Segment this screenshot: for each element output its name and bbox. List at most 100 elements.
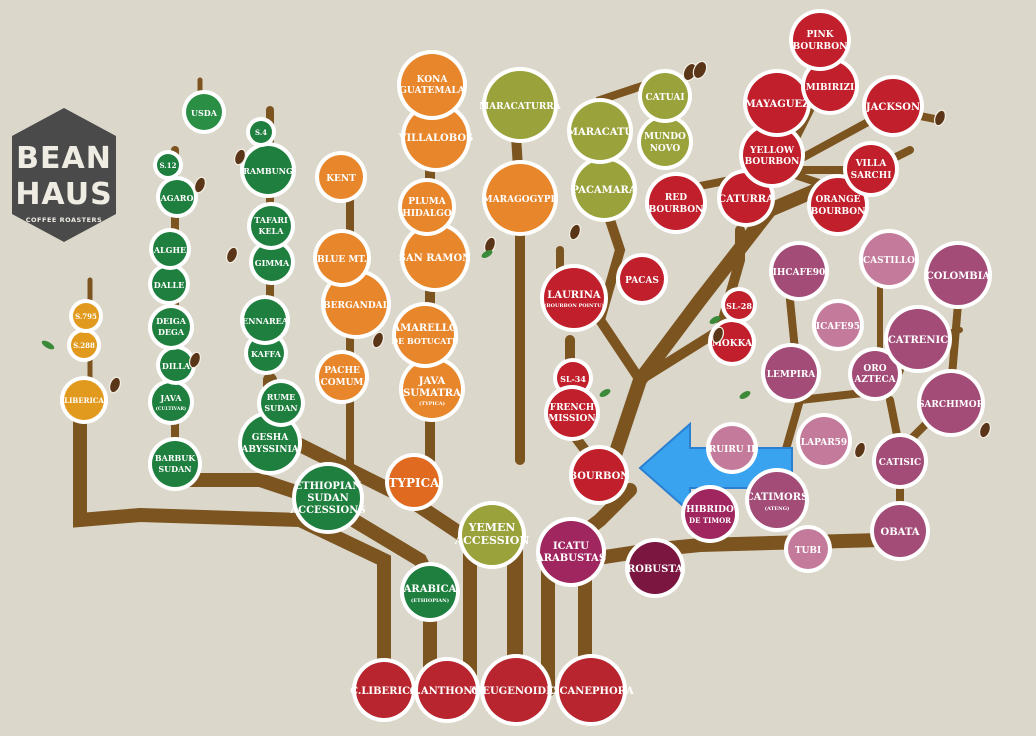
svg-text:PINK: PINK xyxy=(806,30,834,40)
svg-text:MARAGOGYPE: MARAGOGYPE xyxy=(483,195,558,205)
svg-text:OBATA: OBATA xyxy=(880,527,919,538)
svg-text:KAFFA: KAFFA xyxy=(251,349,282,359)
svg-text:CATUAI: CATUAI xyxy=(645,93,684,103)
node-maracatu: MARACATU xyxy=(567,98,633,164)
node-robusta: ROBUSTA xyxy=(625,538,685,598)
node-dilla: DILLA xyxy=(156,345,196,385)
node-oro-azteca: ORO AZTECA xyxy=(848,347,902,401)
svg-text:DE BOTUCATU: DE BOTUCATU xyxy=(391,336,459,346)
svg-text:AGARO: AGARO xyxy=(160,193,194,203)
svg-text:GUATEMALA: GUATEMALA xyxy=(399,86,466,96)
node-barbuk-sudan: BARBUK SUDAN xyxy=(148,437,202,491)
node-java-sumatra: JAVA SUMATRA (TYPICA) xyxy=(399,356,465,422)
svg-text:TUBI: TUBI xyxy=(795,546,821,556)
svg-text:CATRENIC: CATRENIC xyxy=(888,335,948,346)
svg-text:SL-34: SL-34 xyxy=(560,374,586,384)
node-obata: OBATA xyxy=(870,501,930,561)
svg-text:S.12: S.12 xyxy=(160,161,177,170)
svg-text:BARBUK: BARBUK xyxy=(155,453,196,463)
node-lempira: LEMPIRA xyxy=(761,343,821,403)
svg-text:S.795: S.795 xyxy=(75,312,97,321)
svg-text:C.EUGENOIDES: C.EUGENOIDES xyxy=(471,686,561,697)
node-ennarea: ENNAREA xyxy=(240,295,290,345)
svg-text:PACHE: PACHE xyxy=(324,366,360,376)
node-arabica: ARABICA (ETHIOPIAN) xyxy=(400,562,460,622)
svg-text:USDA: USDA xyxy=(191,108,218,118)
svg-text:DALLE: DALLE xyxy=(154,280,185,290)
svg-text:ORANGE: ORANGE xyxy=(815,195,860,205)
svg-text:PACAS: PACAS xyxy=(625,276,659,286)
svg-text:BOURBON: BOURBON xyxy=(569,471,630,482)
svg-text:LAPAR59: LAPAR59 xyxy=(801,438,847,448)
svg-text:FRENCH: FRENCH xyxy=(550,403,595,413)
svg-text:MARACATURRA: MARACATURRA xyxy=(479,102,562,112)
node-mibirizi: MIBIRIZI xyxy=(801,57,859,115)
node-agaro: AGARO xyxy=(156,176,198,218)
svg-text:SARCHIMOR: SARCHIMOR xyxy=(918,400,985,410)
node-red-bourbon: RED BOURBON xyxy=(645,172,707,234)
node-villa-sarchi: VILLA SARCHI xyxy=(843,141,899,197)
node-c-anthonyi: C.ANTHONYI xyxy=(410,657,485,723)
svg-text:VILLA: VILLA xyxy=(855,159,888,169)
node-kent: KENT xyxy=(315,151,367,203)
svg-text:(CULTIVAR): (CULTIVAR) xyxy=(156,405,186,412)
svg-text:NOVO: NOVO xyxy=(650,144,681,154)
node-catisic: CATISIC xyxy=(872,433,928,489)
svg-text:DILLA: DILLA xyxy=(162,361,191,371)
svg-text:LAURINA: LAURINA xyxy=(547,290,601,301)
svg-text:ICATU: ICATU xyxy=(553,541,589,552)
svg-text:ALGHE: ALGHE xyxy=(153,245,186,255)
node-tafari-kela: TAFARI KELA xyxy=(247,202,295,250)
svg-text:SUMATRA: SUMATRA xyxy=(403,388,461,399)
svg-text:JAVA: JAVA xyxy=(418,376,446,387)
node-catrenic: CATRENIC xyxy=(884,305,952,373)
svg-text:TAFARI: TAFARI xyxy=(254,215,288,225)
svg-text:ORO: ORO xyxy=(863,364,886,374)
svg-text:BOURBON: BOURBON xyxy=(649,205,704,215)
svg-text:YELLOW: YELLOW xyxy=(749,146,795,156)
svg-text:S.288: S.288 xyxy=(73,341,95,350)
svg-text:ENNAREA: ENNAREA xyxy=(242,316,289,326)
svg-text:AZTECA: AZTECA xyxy=(853,375,896,385)
leaf-decorations xyxy=(41,250,751,399)
node-pacamara: PACAMARA xyxy=(571,156,637,222)
svg-text:(ATENG): (ATENG) xyxy=(765,505,790,512)
node-c-canephora: C.CANEPHORA xyxy=(548,654,634,726)
svg-text:BOURBON: BOURBON xyxy=(811,207,866,217)
svg-text:TYPICA: TYPICA xyxy=(389,476,441,490)
svg-text:MISSION: MISSION xyxy=(548,414,595,424)
svg-text:KONA: KONA xyxy=(417,75,449,85)
node-ruiru-ii: RUIRU II xyxy=(706,422,758,474)
svg-text:CATISIC: CATISIC xyxy=(879,458,921,468)
node-ethiopian-sudan-accessions: ETHIOPIAN SUDAN ACCESSIONS xyxy=(289,462,366,534)
node-pache-comum: PACHE COMUM xyxy=(315,350,369,404)
node-orange-bourbon: ORANGE BOURBON xyxy=(807,174,869,236)
svg-text:BOURBON: BOURBON xyxy=(793,42,848,52)
svg-text:HAUS: HAUS xyxy=(15,177,112,212)
node-rume-sudan: RUME SUDAN xyxy=(257,379,305,427)
node-icatu-arabustas: ICATU ARABUSTAS xyxy=(535,517,606,587)
svg-text:ETHIOPIAN: ETHIOPIAN xyxy=(295,481,362,492)
node-hibrido-de-timor: HIBRIDO DE TIMOR xyxy=(681,485,739,543)
node-sl28: SL-28 xyxy=(721,287,757,323)
svg-text:C.ANTHONYI: C.ANTHONYI xyxy=(410,686,485,697)
node-dalle: DALLE xyxy=(148,263,190,305)
svg-text:ICAFE95: ICAFE95 xyxy=(816,322,860,332)
node-deiga-dega: DEIGA DEGA xyxy=(148,304,194,350)
node-san-ramon: SAN RAMON xyxy=(399,222,471,292)
svg-text:RUME: RUME xyxy=(267,392,296,402)
svg-text:BERGANDAL: BERGANDAL xyxy=(323,301,390,311)
svg-text:GESHA: GESHA xyxy=(252,433,290,443)
svg-text:COMUM: COMUM xyxy=(321,378,364,388)
svg-text:JAVA: JAVA xyxy=(159,393,182,403)
node-gimma: GIMMA xyxy=(249,239,295,285)
node-pink-bourbon: PINK BOURBON xyxy=(789,9,851,71)
node-ihcafe90: IHCAFE90 xyxy=(769,241,829,301)
svg-text:MAYAGUEZ: MAYAGUEZ xyxy=(745,99,810,110)
node-alghe: ALGHE xyxy=(149,228,191,270)
svg-text:MUNDO: MUNDO xyxy=(644,132,686,142)
node-bourbon: BOURBON xyxy=(569,445,630,505)
svg-text:KELA: KELA xyxy=(259,226,285,236)
node-villalobos: VILLALOBOS xyxy=(398,102,473,172)
